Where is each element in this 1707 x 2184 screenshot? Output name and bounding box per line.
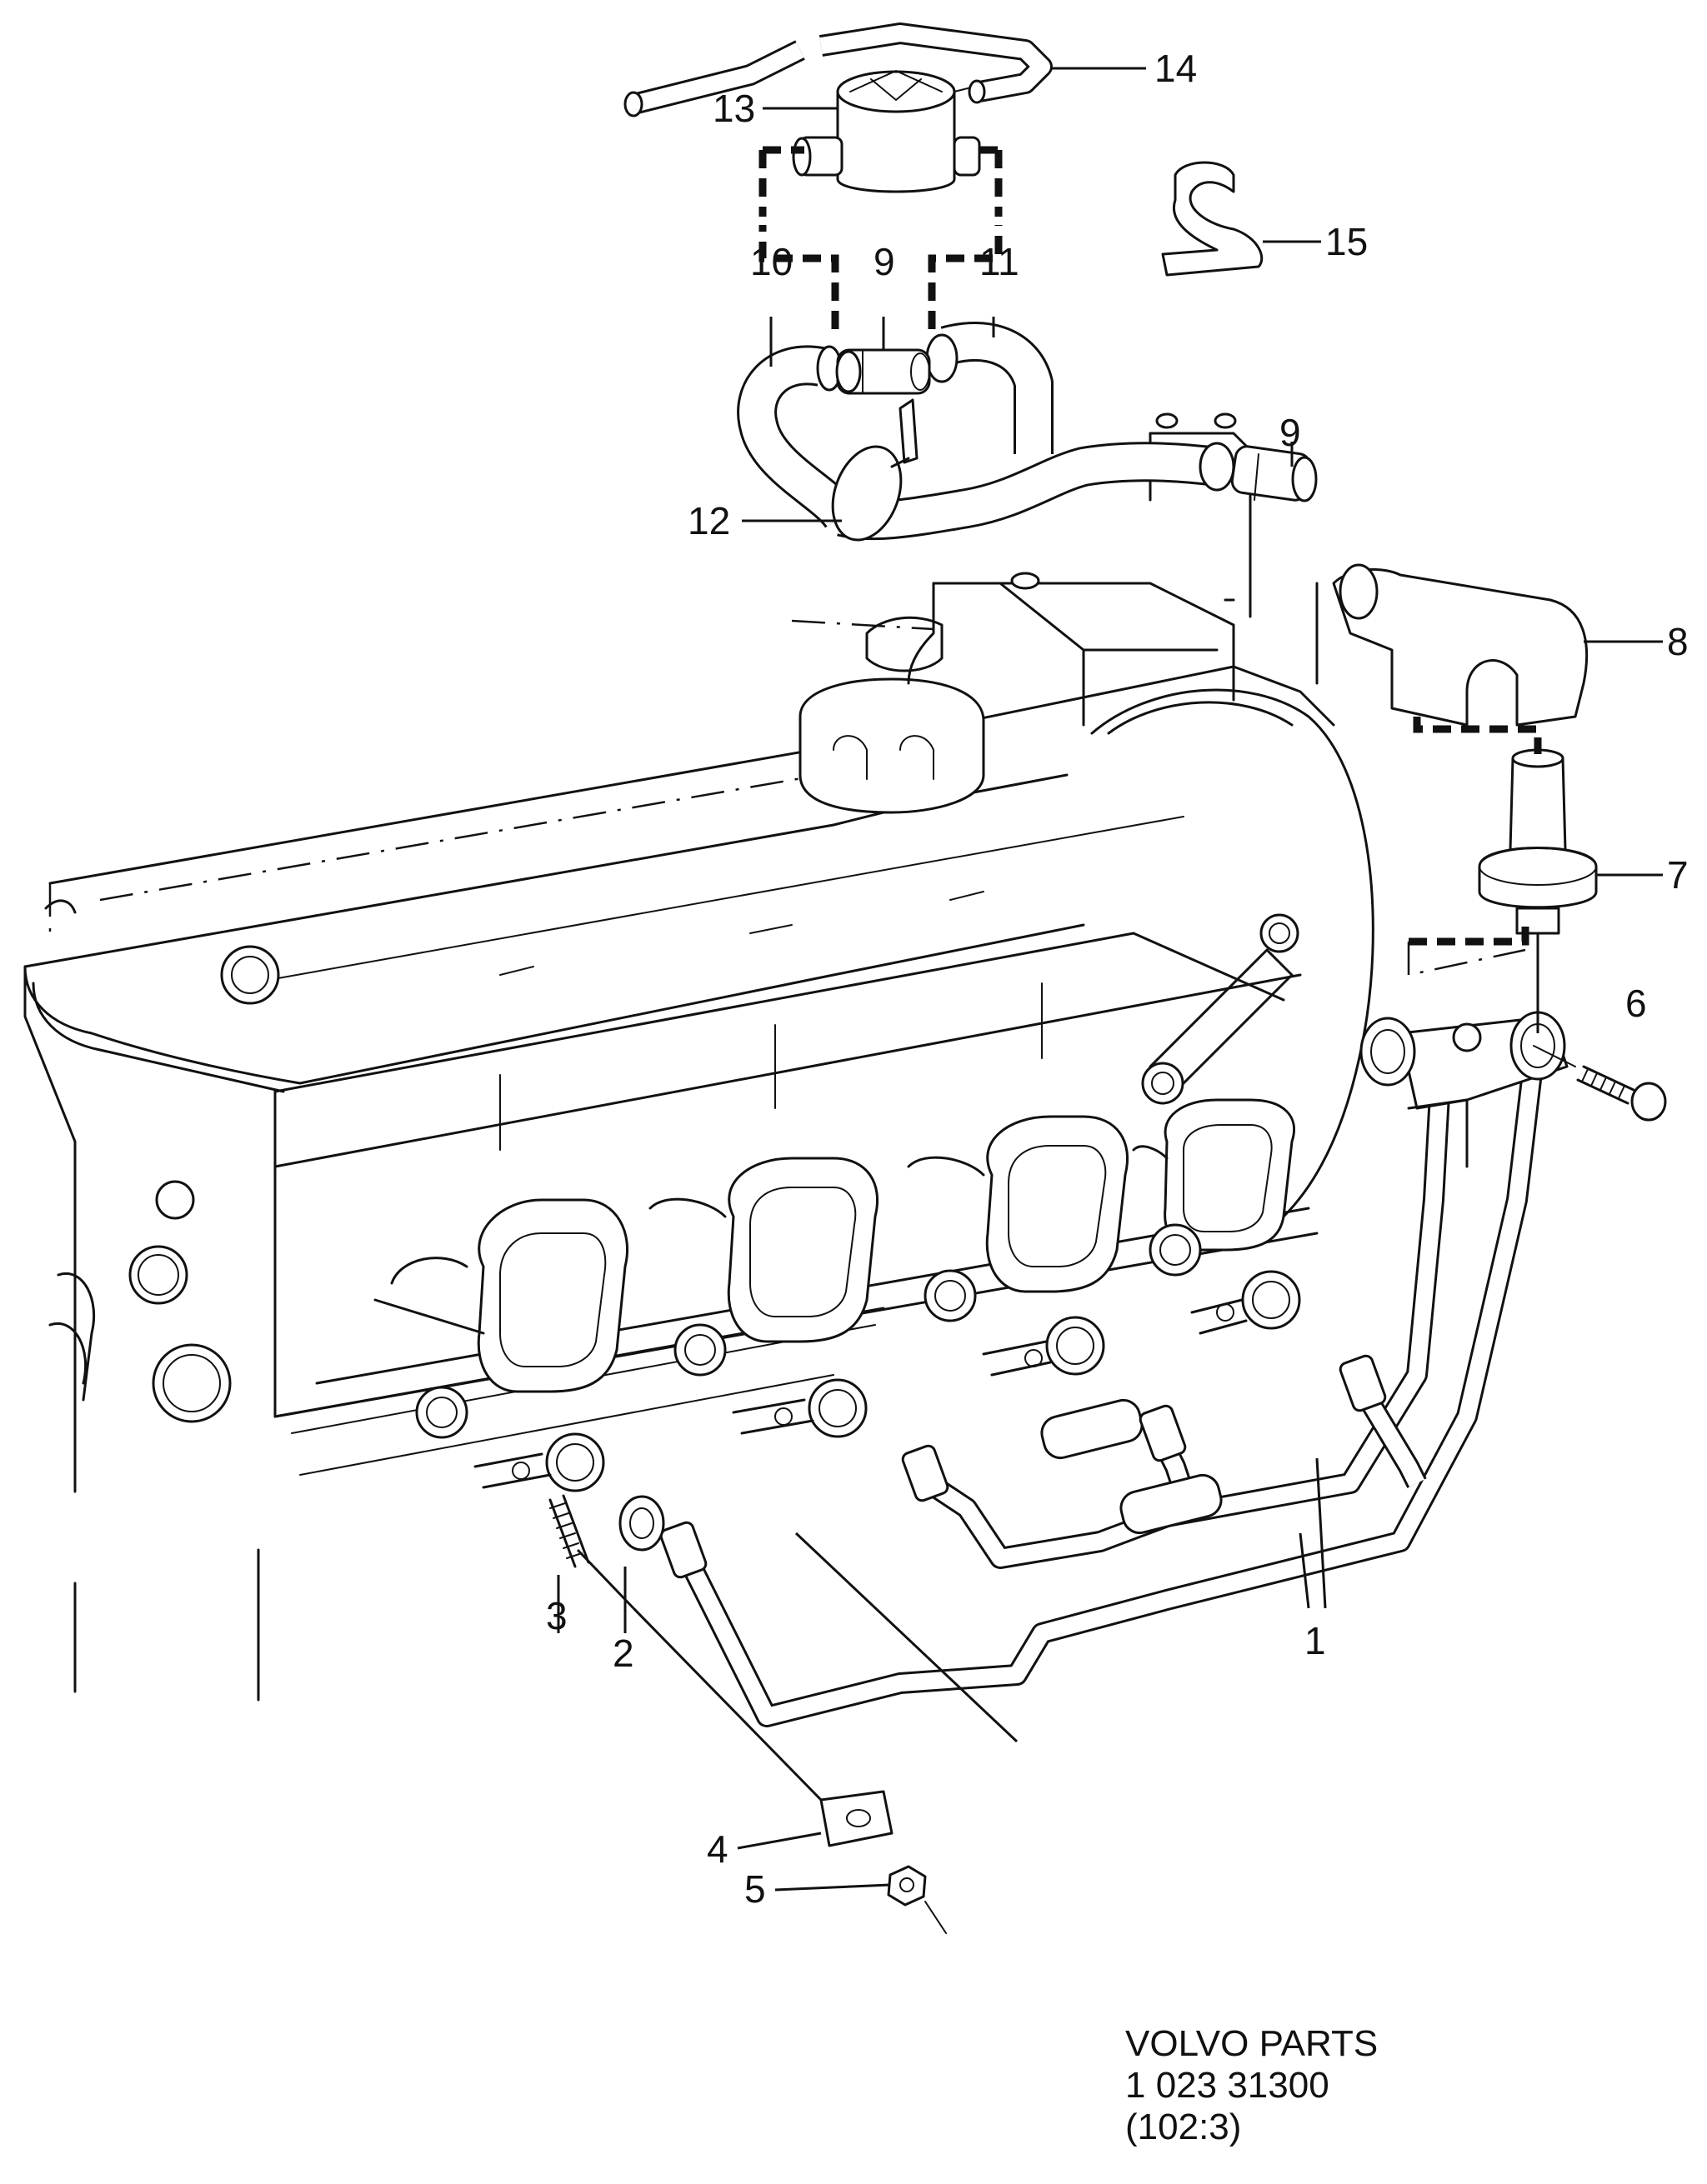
engine-side-ports bbox=[48, 1180, 232, 1423]
callout-4: 4 bbox=[707, 1827, 728, 1871]
footer-reference: (102:3) bbox=[1125, 2107, 1241, 2147]
banjo-bolt bbox=[1533, 1045, 1667, 1122]
pcv-valve bbox=[758, 69, 1003, 217]
callout-labels: 1 2 3 4 5 6 7 8 9 9 10 11 12 13 14 15 bbox=[546, 47, 1689, 1911]
nut bbox=[887, 1865, 947, 1934]
pipe-mounting-bosses bbox=[473, 1270, 1301, 1492]
callout-6: 6 bbox=[1625, 982, 1647, 1025]
intake-housing bbox=[791, 412, 1319, 727]
callout-7: 7 bbox=[1667, 853, 1689, 897]
parts-reference-footer: VOLVO PARTS 1 023 31300 (102:3) bbox=[1125, 2023, 1378, 2147]
pipe-clamp bbox=[632, 1607, 894, 1847]
callout-14: 14 bbox=[1154, 47, 1197, 90]
callout-9-lower: 9 bbox=[1279, 411, 1301, 454]
callout-2: 2 bbox=[613, 1632, 634, 1675]
threaded-holes bbox=[44, 899, 1202, 1439]
elbow-hose bbox=[1332, 563, 1663, 754]
footer-brand: VOLVO PARTS bbox=[1125, 2023, 1378, 2064]
sealing-washer bbox=[618, 1495, 665, 1552]
callout-13: 13 bbox=[713, 87, 755, 130]
callout-9-upper: 9 bbox=[874, 240, 895, 283]
callout-8: 8 bbox=[1667, 620, 1689, 663]
intake-ports bbox=[373, 1098, 1295, 1393]
callout-10: 10 bbox=[750, 240, 793, 283]
vent-nipple bbox=[1407, 748, 1663, 1033]
hose-retaining-clip bbox=[1161, 161, 1321, 277]
callout-5: 5 bbox=[744, 1867, 766, 1911]
oil-filler-cap bbox=[798, 677, 985, 814]
callout-1: 1 bbox=[1304, 1619, 1326, 1662]
callout-11: 11 bbox=[979, 240, 1019, 283]
breather-hoses bbox=[737, 225, 1318, 542]
leader-lines bbox=[557, 1457, 1327, 1892]
stay-bracket bbox=[1141, 913, 1299, 1105]
callout-3: 3 bbox=[546, 1594, 568, 1637]
callout-12: 12 bbox=[688, 499, 730, 542]
engine-cylinder-head bbox=[23, 412, 1374, 1702]
vent-pipe-assembly bbox=[659, 1011, 1569, 1727]
footer-part-number: 1 023 31300 bbox=[1125, 2065, 1329, 2106]
vacuum-hose bbox=[623, 22, 1146, 117]
callout-15: 15 bbox=[1325, 220, 1368, 263]
